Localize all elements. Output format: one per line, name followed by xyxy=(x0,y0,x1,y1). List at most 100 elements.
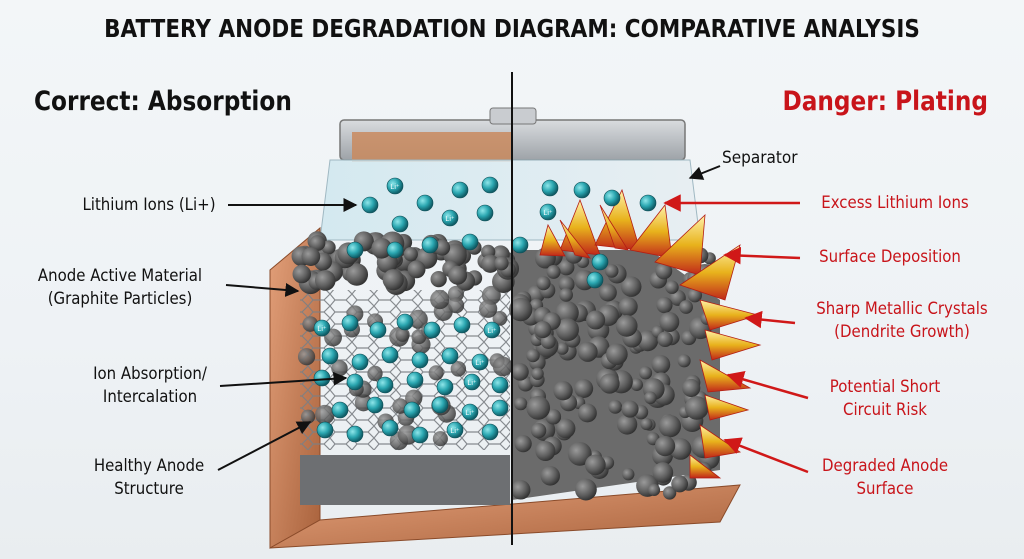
graphite-particle xyxy=(616,414,638,435)
graphite-particle xyxy=(556,342,569,355)
lithium-ion xyxy=(491,376,509,394)
label-healthy-anode: Healthy Anode Structure xyxy=(93,456,205,499)
lithium-ion xyxy=(511,236,529,254)
graphite-particle xyxy=(397,424,418,445)
label-separator: Separator xyxy=(722,148,798,168)
label-surface-deposition: Surface Deposition xyxy=(819,247,961,267)
lithium-ion xyxy=(431,396,449,414)
graphite-particle xyxy=(620,276,642,297)
graphite-particle xyxy=(531,367,544,380)
graphite-particle xyxy=(684,396,709,420)
graphite-particle xyxy=(479,299,498,318)
ion-symbol: Li⁺ xyxy=(487,328,496,335)
graphite-particle xyxy=(450,361,467,377)
graphite-particle xyxy=(656,297,673,314)
graphite-particle xyxy=(639,366,653,380)
graphite-particle xyxy=(618,297,638,317)
lithium-ion xyxy=(391,215,409,233)
graphite-particle xyxy=(658,414,682,438)
graphite-particle xyxy=(687,288,703,303)
lithium-ion xyxy=(331,401,349,419)
lithium-ion xyxy=(451,181,469,199)
dendrite-spike xyxy=(704,394,750,421)
lithium-ion xyxy=(351,353,369,371)
graphite-particle xyxy=(605,264,619,278)
graphite-particle xyxy=(514,397,528,411)
lithium-ion xyxy=(441,209,459,227)
dendrite-spike xyxy=(654,213,706,276)
lithium-ion xyxy=(341,314,359,332)
graphite-particle xyxy=(448,297,465,314)
ion-symbol: Li⁺ xyxy=(317,326,326,333)
graphite-particle xyxy=(555,318,579,342)
lithium-ion xyxy=(573,181,591,199)
graphite-particle xyxy=(297,348,316,366)
lithium-ion xyxy=(461,403,479,421)
lithium-ions: Li⁺Li⁺Li⁺Li⁺Li⁺Li⁺Li⁺Li⁺Li⁺ xyxy=(313,176,657,444)
left-heading: Correct: Absorption xyxy=(34,86,292,117)
lithium-ion xyxy=(369,321,387,339)
graphite-particle xyxy=(371,237,392,259)
graphite-particle xyxy=(651,355,671,374)
graphite-particle xyxy=(553,381,573,401)
lithium-ion xyxy=(361,196,379,214)
lithium-ion xyxy=(423,321,441,339)
lithium-ion xyxy=(453,316,471,334)
graphite-particle xyxy=(430,270,447,288)
dendrite-spike xyxy=(539,223,566,257)
graphite-particle xyxy=(494,255,509,271)
label-lithium-ions: Lithium Ions (Li+) xyxy=(82,195,216,215)
graphite-particle xyxy=(677,354,691,368)
graphite-particle xyxy=(447,285,464,302)
graphite-particle xyxy=(367,365,383,382)
graphite-particle xyxy=(577,341,598,362)
graphite-particle xyxy=(315,404,335,425)
graphite-particle xyxy=(671,475,689,493)
lithium-ion xyxy=(346,241,364,259)
graphite-particle xyxy=(577,403,597,423)
graphite-particle xyxy=(408,309,428,329)
graphite-particle xyxy=(448,265,468,285)
graphite-particle xyxy=(292,264,312,284)
lithium-ion xyxy=(421,236,439,254)
graphite-particle xyxy=(559,288,573,302)
lithium-ion xyxy=(416,194,434,212)
lithium-ion xyxy=(446,421,464,439)
graphite-particle xyxy=(407,260,426,279)
lithium-ion xyxy=(346,373,364,391)
label-degraded-anode-surface: Degraded Anode Surface xyxy=(821,456,949,499)
lithium-ion xyxy=(386,241,404,259)
dendrite-spike xyxy=(629,203,673,259)
label-ion-absorption: Ion Absorption/ Intercalation xyxy=(93,364,207,407)
graphite-particle xyxy=(511,363,529,381)
graphite-particle xyxy=(534,320,552,339)
lithium-ion xyxy=(483,321,501,339)
graphite-particle xyxy=(682,378,701,398)
lithium-ion xyxy=(381,346,399,364)
lithium-ion xyxy=(539,203,557,221)
graphite-particle xyxy=(309,235,326,252)
graphite-particle xyxy=(586,310,606,330)
lithium-ion xyxy=(376,376,394,394)
graphite-particle xyxy=(558,259,575,276)
graphite-particle xyxy=(655,262,673,280)
graphite-particle xyxy=(654,435,676,457)
graphite-particle xyxy=(644,391,657,405)
graphite-particle xyxy=(679,300,693,314)
graphite-particle xyxy=(526,348,540,363)
dendrite-spike xyxy=(699,299,760,331)
graphite-particle xyxy=(659,311,680,332)
graphite-particle xyxy=(510,480,531,500)
lithium-ion xyxy=(313,369,331,387)
ion-symbol: Li⁺ xyxy=(475,360,484,367)
lithium-ion xyxy=(321,347,339,365)
left-arrows xyxy=(217,198,358,471)
graphite-particle xyxy=(540,466,560,486)
lithium-ion xyxy=(541,179,559,197)
label-anode-active-material: Anode Active Material (Graphite Particle… xyxy=(37,266,203,309)
graphite-particle xyxy=(430,289,450,310)
ion-symbol: Li⁺ xyxy=(467,380,476,387)
graphite-particle xyxy=(662,486,677,500)
lithium-ion xyxy=(411,426,429,444)
